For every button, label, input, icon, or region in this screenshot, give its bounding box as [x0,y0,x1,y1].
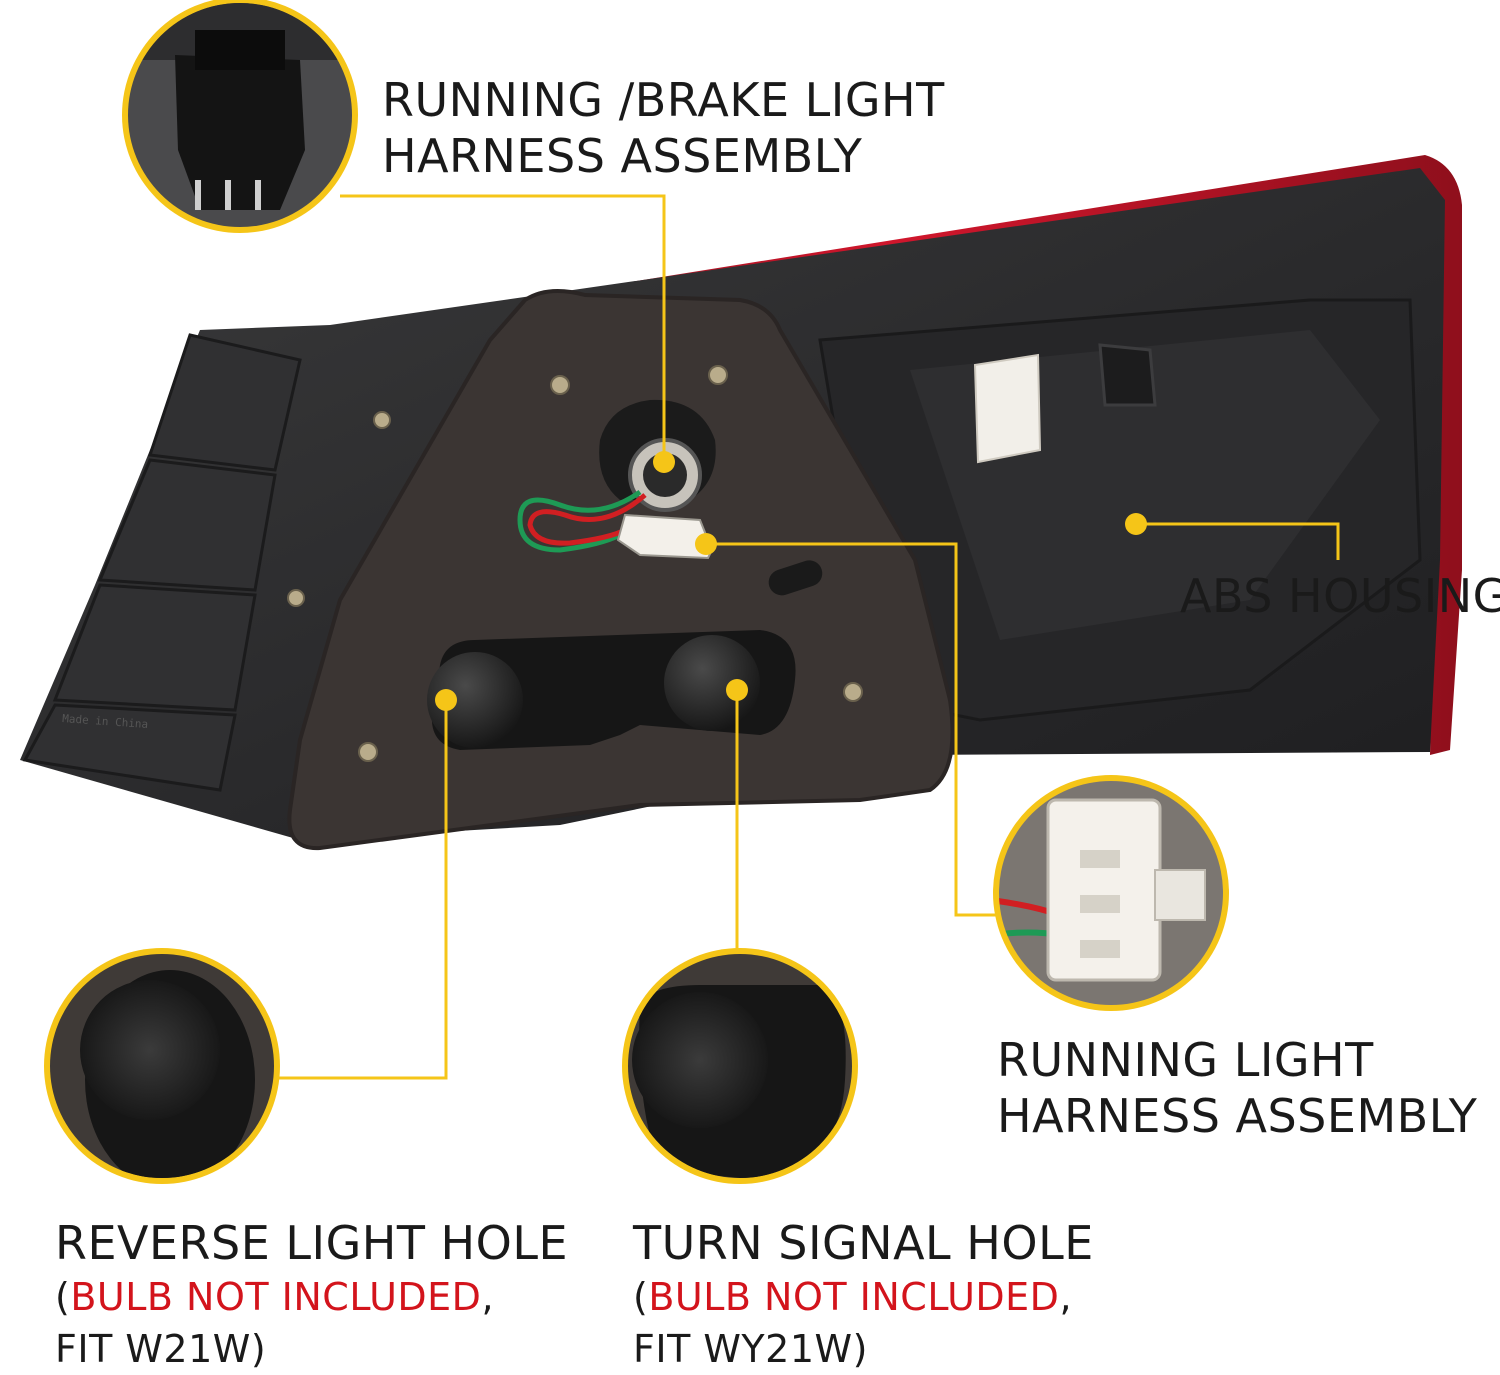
callout-dot-turn [726,679,748,701]
label-reverse-hole: REVERSE LIGHT HOLE (BULB NOT INCLUDED, F… [55,1215,568,1375]
inset-brake-harness [122,0,358,233]
inset-reverse-hole [44,948,280,1184]
label-brake-harness-line2: HARNESS ASSEMBLY [382,129,863,183]
inset-turn-hole [622,948,858,1184]
callout-dot-abs [1125,513,1147,535]
harness-wires [517,489,642,553]
label-reverse-title: REVERSE LIGHT HOLE [55,1216,569,1270]
mounting-studs [287,365,863,762]
callout-lines [275,194,1340,1080]
gasket-plate [287,289,955,851]
label-running-harness: RUNNING LIGHT HARNESS ASSEMBLY [997,1032,1477,1144]
label-running-harness-line1: RUNNING LIGHT [997,1033,1374,1087]
label-turn-title: TURN SIGNAL HOLE [633,1216,1094,1270]
label-turn-hole: TURN SIGNAL HOLE (BULB NOT INCLUDED, FIT… [633,1215,1094,1375]
paren: ( [55,1275,71,1319]
callout-dot-reverse [435,689,457,711]
callout-line-reverse [275,700,448,1080]
label-reverse-note-line: (BULB NOT INCLUDED, [55,1271,568,1323]
comma: , [481,1275,495,1319]
housing-clip [1098,343,1157,407]
housing-ribs [22,333,302,792]
callout-dots [435,451,1147,711]
made-in-china-marking: Made in China [62,712,149,731]
running-light-connector [616,513,714,560]
label-brake-harness-line1: RUNNING /BRAKE LIGHT [382,73,945,127]
label-turn-fit: FIT WY21W) [633,1327,868,1371]
gasket-slot [768,560,823,596]
label-turn-note: BULB NOT INCLUDED [648,1275,1060,1319]
callout-dot-brake [653,451,675,473]
reverse-bulb [427,652,523,748]
callout-line-brake-harness [340,194,666,462]
inset-running-harness [993,775,1229,1011]
housing-sticker [973,353,1042,464]
turn-bulb [664,635,760,731]
callout-line-running-harness [706,542,1000,917]
label-brake-harness: RUNNING /BRAKE LIGHT HARNESS ASSEMBLY [382,72,945,184]
callout-dot-running [695,533,717,555]
label-reverse-note: BULB NOT INCLUDED [70,1275,482,1319]
label-reverse-fit: FIT W21W) [55,1327,267,1371]
label-abs-housing: ABS HOUSING [1180,569,1500,623]
paren: ( [633,1275,649,1319]
label-turn-note-line: (BULB NOT INCLUDED, [633,1271,1094,1323]
label-running-harness-line2: HARNESS ASSEMBLY [997,1089,1478,1143]
comma: , [1059,1275,1073,1319]
callout-line-abs-housing [1136,522,1340,560]
